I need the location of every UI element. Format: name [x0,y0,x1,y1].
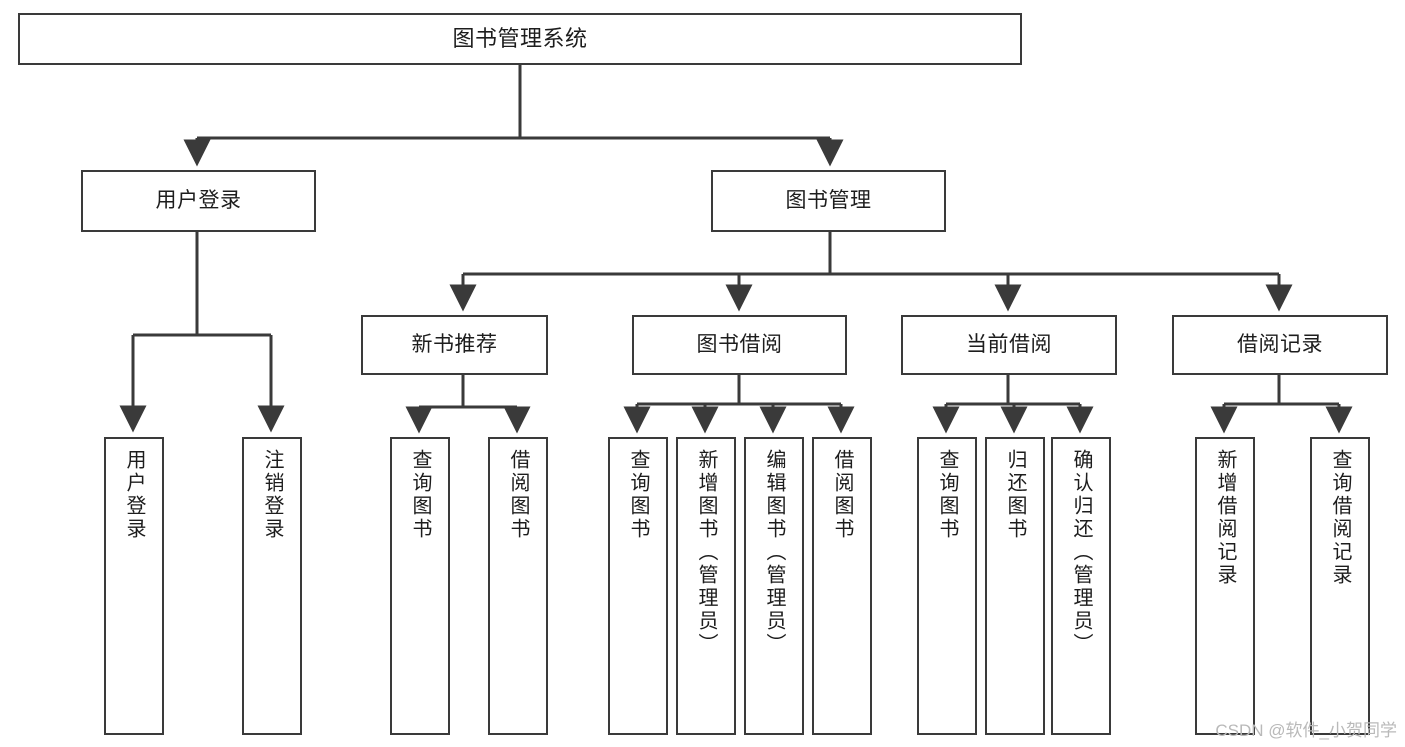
node-new-book-recommend[interactable]: 新书推荐 [361,315,548,375]
node-user-login[interactable]: 用户登录 [81,170,316,232]
node-label: 查询借阅记录 [1329,449,1351,587]
node-label: 编辑图书（管理员） [763,449,785,656]
leaf-current-borrow-query[interactable]: 查询图书 [917,437,977,735]
node-label: 当前借阅 [966,333,1052,357]
leaf-book-borrow-edit[interactable]: 编辑图书（管理员） [744,437,804,735]
leaf-borrow-record-query[interactable]: 查询借阅记录 [1310,437,1370,735]
node-label: 借阅记录 [1237,333,1323,357]
leaf-book-borrow-query[interactable]: 查询图书 [608,437,668,735]
csdn-watermark: CSDN @软件_小贺同学 [1215,721,1397,740]
leaf-user-login-logout[interactable]: 注销登录 [242,437,302,735]
node-label: 归还图书 [1004,449,1026,541]
node-label: 查询图书 [409,449,431,541]
node-current-borrow[interactable]: 当前借阅 [901,315,1117,375]
node-label: 新书推荐 [411,333,498,357]
leaf-new-book-borrow[interactable]: 借阅图书 [488,437,548,735]
node-borrow-record[interactable]: 借阅记录 [1172,315,1388,375]
leaf-book-borrow-add[interactable]: 新增图书（管理员） [676,437,736,735]
node-label: 借阅图书 [507,449,529,541]
leaf-current-borrow-confirm-return[interactable]: 确认归还（管理员） [1051,437,1111,735]
node-label: 新增借阅记录 [1214,449,1236,587]
node-label: 用户登录 [155,189,242,213]
leaf-current-borrow-return[interactable]: 归还图书 [985,437,1045,735]
node-label: 查询图书 [627,449,649,541]
node-book-management[interactable]: 图书管理 [711,170,946,232]
leaf-user-login-login[interactable]: 用户登录 [104,437,164,735]
node-label: 注销登录 [261,449,283,541]
node-label: 图书管理 [785,189,872,213]
node-label: 新增图书（管理员） [695,449,717,656]
node-label: 确认归还（管理员） [1070,449,1092,656]
node-label: 图书管理系统 [452,25,588,51]
node-book-borrow[interactable]: 图书借阅 [632,315,847,375]
node-label: 图书借阅 [696,333,783,357]
node-label: 查询图书 [936,449,958,541]
leaf-borrow-record-add[interactable]: 新增借阅记录 [1195,437,1255,735]
node-label: 用户登录 [123,449,145,541]
leaf-book-borrow-borrow[interactable]: 借阅图书 [812,437,872,735]
leaf-new-book-query[interactable]: 查询图书 [390,437,450,735]
node-label: 借阅图书 [831,449,853,541]
node-root-system[interactable]: 图书管理系统 [18,13,1022,65]
